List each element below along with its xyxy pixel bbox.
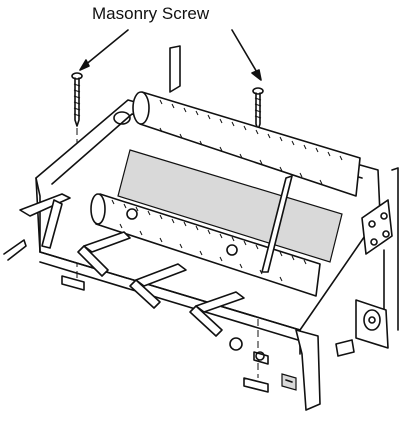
blower-motor <box>335 299 389 357</box>
left-bracket <box>3 239 27 261</box>
back-log <box>132 91 361 197</box>
grate-bars <box>19 193 245 337</box>
masonry-screw-left <box>71 72 83 127</box>
masonry-screw-right <box>252 87 264 131</box>
masonry-screw-label: Masonry Screw <box>92 4 210 23</box>
rear-support-rod <box>169 45 181 93</box>
gas-valve <box>229 337 297 391</box>
poker-rod <box>261 175 293 273</box>
callout-arrow-left <box>83 29 129 67</box>
callout-arrow-right <box>231 29 259 75</box>
burner-pan <box>117 149 343 263</box>
right-bracket <box>295 329 321 411</box>
control-panel <box>361 167 399 341</box>
callout-arrows <box>79 29 262 81</box>
